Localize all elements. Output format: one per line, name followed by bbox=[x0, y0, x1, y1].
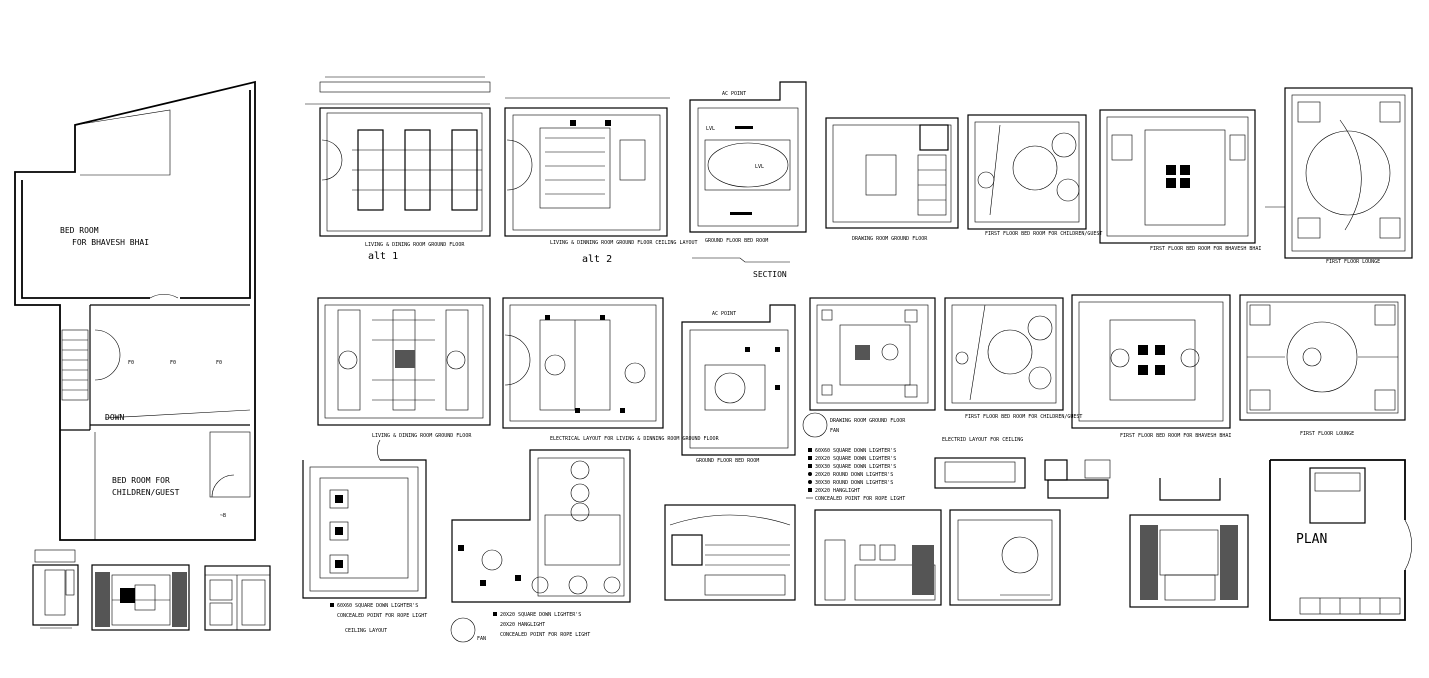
gf-bedroom-ceiling-plan: LVL LVL AC POINT GROUND FLOOR BED ROOM S… bbox=[689, 81, 807, 279]
svg-text:F0: F0 bbox=[170, 360, 176, 366]
ac-point-row2: AC POINT bbox=[712, 311, 736, 317]
alt2-ceiling-plan: LIVING & DINNING ROOM GROUND FLOOR CEILI… bbox=[504, 97, 698, 265]
legend-item-3: 30X30 SQUARE DOWN LIGHTER'S bbox=[815, 464, 896, 470]
alt1-label: alt 1 bbox=[368, 251, 398, 262]
alt2-label: alt 2 bbox=[582, 254, 612, 265]
living-electrical-plan: LIVING & DINING ROOM GROUND FLOOR bbox=[317, 297, 491, 439]
ff-child-caption-row2: FIRST FLOOR BED ROOM FOR CHILDREN/GUEST bbox=[965, 414, 1082, 420]
ff-lounge-ceiling-plan: FIRST FLOOR LOUNGE bbox=[1265, 87, 1413, 265]
row3-legend-2: CONCEALED POINT FOR ROPE LIGHT bbox=[337, 613, 427, 619]
electrical-layout-living: ELECTRICAL LAYOUT FOR LIVING & DINNING R… bbox=[502, 297, 720, 442]
drawing-room-ceiling-plan: DRAWING ROOM GROUND FLOOR bbox=[825, 117, 959, 242]
ff-child-caption: FIRST FLOOR BED ROOM FOR CHILDREN/GUEST bbox=[985, 231, 1102, 237]
ff-children-electrical: FIRST FLOOR BED ROOM FOR CHILDREN/GUEST bbox=[944, 297, 1082, 420]
lvl-label: LVL bbox=[755, 164, 764, 170]
svg-text:F0: F0 bbox=[128, 360, 134, 366]
elevation-3 bbox=[949, 509, 1061, 606]
legend-item-7: CONCEALED POINT FOR ROPE LIGHT bbox=[815, 496, 905, 502]
combined-plan-row3: 20X20 SQUARE DOWN LIGHTER'S 20X20 HANGLI… bbox=[450, 449, 631, 643]
lvl-label: LVL bbox=[706, 126, 715, 132]
elevation-2 bbox=[814, 509, 942, 606]
gf-bed-ac-point: AC POINT bbox=[722, 91, 746, 97]
ff-bedroom-bhavesh-ceiling-plan: FIRST FLOOR BED ROOM FOR BHAVESH BHAI bbox=[1099, 109, 1261, 252]
drawing-caption: DRAWING ROOM GROUND FLOOR bbox=[852, 236, 928, 242]
ff-bedroom-children-ceiling-plan: FIRST FLOOR BED ROOM FOR CHILDREN/GUEST bbox=[967, 114, 1102, 237]
bed-room-bhavesh-label-2: FOR BHAVESH BHAI bbox=[72, 238, 149, 247]
bed-room-children-label-1: BED ROOM FOR bbox=[112, 476, 170, 485]
row3-legend-4: 20X20 HANGLIGHT bbox=[500, 622, 545, 628]
alt1-ceiling-plan: LIVING & DINING ROOM GROUND FLOOR alt 1 bbox=[305, 76, 491, 262]
legend-item-6: 20X20 HANGLIGHT bbox=[815, 488, 860, 494]
fan-label-row2: FAN bbox=[830, 428, 839, 434]
legend-item-1: 60X60 SQUARE DOWN LIGHTER'S bbox=[815, 448, 896, 454]
drawing-caption-row2: DRAWING ROOM GROUND FLOOR bbox=[830, 418, 906, 424]
bed-room-bhavesh-label-1: BED ROOM bbox=[60, 226, 99, 235]
row3-legend-3: 20X20 SQUARE DOWN LIGHTER'S bbox=[500, 612, 581, 618]
svg-text:~B: ~B bbox=[220, 513, 226, 519]
ff-lounge-electrical: FIRST FLOOR LOUNGE bbox=[1239, 294, 1406, 437]
svg-text:F0: F0 bbox=[216, 360, 222, 366]
alt2-caption: LIVING & DINNING ROOM GROUND FLOOR CEILI… bbox=[550, 240, 698, 246]
legend-title: ELECTRID LAYOUT FOR CEILING bbox=[942, 437, 1023, 443]
row3-legend-5: CONCEALED POINT FOR ROPE LIGHT bbox=[500, 632, 590, 638]
drawing-room-electrical: DRAWING ROOM GROUND FLOOR FAN bbox=[802, 297, 936, 438]
fan-label-row3: FAN bbox=[477, 636, 486, 642]
ceiling-layout-row3: 60X60 SQUARE DOWN LIGHTER'S CONCEALED PO… bbox=[302, 439, 427, 634]
bed-room-children-label-2: CHILDREN/GUEST bbox=[112, 488, 180, 497]
ff-lounge-caption-row2: FIRST FLOOR LOUNGE bbox=[1300, 431, 1354, 437]
legend-item-2: 20X20 SQUARE DOWN LIGHTER'S bbox=[815, 456, 896, 462]
ff-bhavesh-caption: FIRST FLOOR BED ROOM FOR BHAVESH BHAI bbox=[1150, 246, 1261, 252]
detail-elevations-bottom-left bbox=[32, 549, 271, 631]
electrical-caption: ELECTRICAL LAYOUT FOR LIVING & DINNING R… bbox=[550, 436, 720, 442]
gf-bedroom-electrical: AC POINT GROUND FLOOR BED ROOM bbox=[681, 304, 796, 464]
down-label: DOWN bbox=[105, 413, 124, 422]
main-floor-plan: F0 F0 F0 BED ROOM FOR BHAVESH BHAI DOWN … bbox=[14, 80, 256, 541]
section-label: SECTION bbox=[753, 270, 787, 279]
plan-label: PLAN bbox=[1296, 532, 1327, 547]
gf-bed-caption-row2: GROUND FLOOR BED ROOM bbox=[696, 458, 759, 464]
legend-item-5: 30X30 ROUND DOWN LIGHTER'S bbox=[815, 480, 893, 486]
ff-bhavesh-electrical: FIRST FLOOR BED ROOM FOR BHAVESH BHAI bbox=[1071, 294, 1231, 439]
ff-lounge-caption: FIRST FLOOR LOUNGE bbox=[1326, 259, 1380, 265]
row3-legend-1: 60X60 SQUARE DOWN LIGHTER'S bbox=[337, 603, 418, 609]
elevation-4 bbox=[1129, 514, 1249, 608]
bedroom-plan-right: PLAN bbox=[1269, 459, 1412, 621]
ceiling-caption: CEILING LAYOUT bbox=[345, 628, 387, 634]
gf-bed-caption: GROUND FLOOR BED ROOM bbox=[705, 238, 768, 244]
staircase bbox=[61, 329, 89, 401]
alt1-caption: LIVING & DINING ROOM GROUND FLOOR bbox=[365, 242, 465, 248]
elevation-1 bbox=[664, 504, 796, 601]
living-caption-row2: LIVING & DINING ROOM GROUND FLOOR bbox=[372, 433, 472, 439]
ceiling-legend: ELECTRID LAYOUT FOR CEILING 60X60 SQUARE… bbox=[806, 437, 1221, 502]
ff-bhavesh-caption-row2: FIRST FLOOR BED ROOM FOR BHAVESH BHAI bbox=[1120, 433, 1231, 439]
legend-item-4: 20X20 ROUND DOWN LIGHTER'S bbox=[815, 472, 893, 478]
